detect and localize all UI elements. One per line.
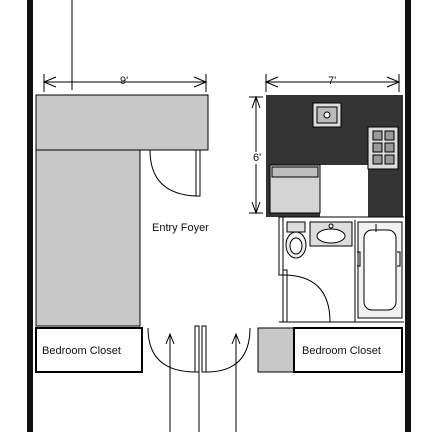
entry-doors [147,325,251,373]
dimension-line-left [42,74,208,92]
upper-door [149,149,201,197]
right-outer-wall [405,0,411,432]
right-closet-label: Bedroom Closet [302,345,381,357]
left-counter [35,94,209,327]
left-closet [35,327,143,373]
right-closet [257,327,403,373]
height-label-kitchen: 6' [253,152,262,164]
toilet-icon [285,221,307,259]
stove-icon [367,126,399,170]
bathroom [278,216,404,323]
bathtub-icon [357,221,403,319]
entry-foyer-label: Entry Foyer [152,222,209,234]
dimension-line-right [264,74,401,92]
entry-arrows [165,332,241,432]
kitchen-sink-icon [312,102,342,128]
bathroom-sink-icon [309,221,353,247]
width-label-right: 7' [328,75,337,87]
left-closet-label: Bedroom Closet [42,345,121,357]
left-outer-wall [27,0,33,432]
kitchen [266,95,403,217]
width-label-left: 9' [120,75,129,87]
